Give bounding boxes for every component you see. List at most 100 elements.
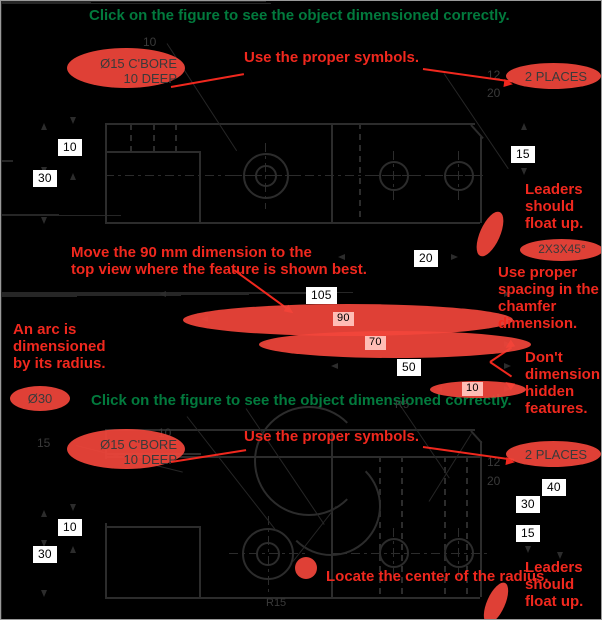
highlight-label: 2 PLACES xyxy=(524,69,588,84)
highlight-label: Ø15 C'BORE 10 DEEP xyxy=(100,437,177,467)
leader-value: 10 xyxy=(143,35,157,49)
highlight-dia30[interactable] xyxy=(10,386,70,411)
arrowhead-down xyxy=(521,168,527,175)
highlight-label: 2X3X45° xyxy=(538,242,586,256)
annotation-locate-center: Locate the center of the radius. xyxy=(326,568,549,585)
hidden-line xyxy=(359,123,361,223)
arrowhead-up xyxy=(41,510,47,517)
dimension-line xyxy=(1,294,249,295)
instruction-text-top: Click on the figure to see the object di… xyxy=(89,7,510,24)
object-line xyxy=(105,523,107,599)
dimension-value: 30 xyxy=(516,496,540,513)
centerline xyxy=(393,151,394,201)
arrowhead-down xyxy=(70,117,76,124)
arrowhead-up xyxy=(70,173,76,180)
hidden-line xyxy=(175,124,177,151)
highlight-chamfer[interactable] xyxy=(520,239,601,261)
object-line xyxy=(480,441,482,597)
leader-shoulder xyxy=(1,160,13,161)
extension-line xyxy=(1,254,2,292)
extension-line xyxy=(1,533,2,619)
annotation-leaders-float-top: Leaders should float up. xyxy=(525,181,584,232)
arrowhead-left xyxy=(338,254,345,260)
dimension-line xyxy=(1,215,121,216)
object-line xyxy=(105,526,201,528)
highlight-two-places-top[interactable] xyxy=(506,63,601,89)
object-line xyxy=(105,123,107,224)
leader-value: 20 xyxy=(487,474,501,488)
object-line xyxy=(105,456,355,458)
dimension-line xyxy=(1,56,2,108)
centerline xyxy=(229,553,309,554)
dimension-value: 90 xyxy=(333,312,354,326)
object-line xyxy=(331,456,481,458)
centerline xyxy=(458,528,459,580)
dimension-line xyxy=(1,293,311,294)
object-line xyxy=(105,597,480,599)
dimension-value: 10 xyxy=(462,382,483,396)
centerline xyxy=(268,516,269,594)
highlight-cbore-bottom[interactable] xyxy=(67,429,185,469)
leader-shoulder xyxy=(1,161,13,162)
arrowhead-down xyxy=(557,552,563,559)
arrowhead-left xyxy=(331,363,338,369)
leader-value: R5 xyxy=(395,399,410,411)
highlight-cbore-top[interactable] xyxy=(67,48,185,88)
object-line xyxy=(199,526,201,597)
leader-value: 15 xyxy=(37,436,51,450)
dimension-value: 105 xyxy=(306,287,337,304)
extension-line xyxy=(1,214,59,215)
dimension-value: 15 xyxy=(516,525,540,542)
dimension-value: 70 xyxy=(365,336,386,350)
dimension-line xyxy=(1,130,2,160)
arrowhead-up xyxy=(41,123,47,130)
counterbore-outer-circle xyxy=(243,153,289,199)
object-line xyxy=(105,222,480,224)
arrowhead-down xyxy=(41,217,47,224)
top-view-drawing[interactable]: 10 30 xyxy=(1,1,601,292)
object-line xyxy=(331,429,333,597)
arrowhead-down xyxy=(525,546,531,553)
annotation-move-90: Move the 90 mm dimension to the top view… xyxy=(71,244,367,278)
highlight-radius-dot[interactable] xyxy=(295,557,317,579)
arrowhead-down xyxy=(41,540,47,547)
object-line xyxy=(199,151,201,224)
leader-value: R15 xyxy=(266,597,287,609)
dimension-value: 10 xyxy=(58,139,82,156)
annotation-dont-dimension-hidden: Don't dimension hidden features. xyxy=(525,349,601,417)
hidden-line xyxy=(444,456,446,597)
hole-circle xyxy=(444,161,474,191)
arrowhead-down xyxy=(41,590,47,597)
annotation-chamfer-spacing: Use proper spacing in the chamfer dimens… xyxy=(498,264,599,332)
hidden-line xyxy=(130,124,132,151)
instruction-text-middle: Click on the figure to see the object di… xyxy=(91,392,512,409)
extension-line xyxy=(1,2,91,3)
arrowhead-right xyxy=(504,363,511,369)
object-line xyxy=(480,137,482,223)
highlight-two-places-bottom[interactable] xyxy=(506,441,601,467)
dimension-value: 10 xyxy=(58,519,82,536)
arrowhead-right xyxy=(504,291,511,297)
extension-line xyxy=(1,216,2,254)
highlight-label: Ø15 C'BORE 10 DEEP xyxy=(100,56,177,86)
annotation-proper-symbols-top: Use the proper symbols. xyxy=(244,49,420,66)
centerline xyxy=(393,528,394,580)
highlight-dim-70[interactable] xyxy=(259,331,531,358)
annotation-proper-symbols-bottom: Use the proper symbols. xyxy=(244,428,420,445)
arrowhead-down xyxy=(70,504,76,511)
dimension-line xyxy=(1,108,2,130)
extension-line xyxy=(1,415,2,533)
hidden-line xyxy=(379,456,381,597)
middle-dimension-stack[interactable]: 105 50 xyxy=(1,287,601,619)
arrowhead-left xyxy=(159,291,166,297)
hidden-line xyxy=(153,124,155,151)
arrowhead-right xyxy=(451,254,458,260)
centerline xyxy=(265,143,266,209)
hole-circle xyxy=(379,161,409,191)
centerline xyxy=(458,151,459,201)
highlight-label: 2 PLACES xyxy=(524,447,588,462)
dimension-value: 30 xyxy=(33,170,57,187)
object-line xyxy=(105,123,475,125)
dimension-line xyxy=(1,292,353,293)
